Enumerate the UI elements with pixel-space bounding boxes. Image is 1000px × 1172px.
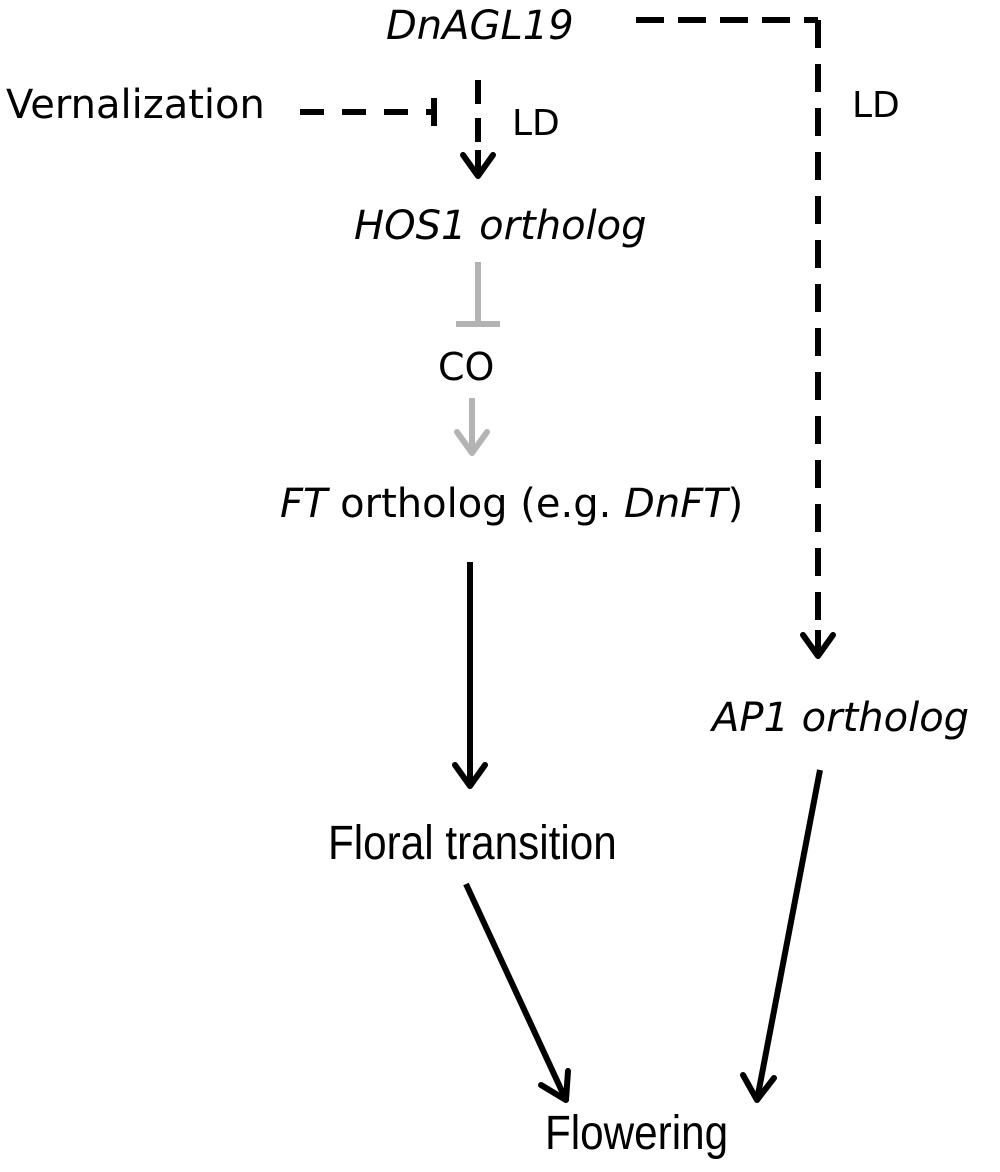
edge-ap1-to-flowering <box>740 769 823 1103</box>
condition-ld-left: LD <box>512 103 560 144</box>
node-co: CO <box>438 345 495 389</box>
edge-dnagl19-to-ap1 <box>636 17 836 659</box>
ft-middle-label: ortholog (e.g. <box>327 481 625 527</box>
node-dnagl19: DnAGL19 <box>386 3 574 49</box>
edge-floral-transition-to-flowering <box>463 882 571 1103</box>
dnft-gene-label: DnFT <box>624 481 728 527</box>
node-ap1-ortholog: AP1 ortholog <box>712 695 970 741</box>
edge-vernalization-inhibits <box>300 98 437 126</box>
edge-ft-to-floral-transition <box>452 562 488 789</box>
node-hos1-ortholog: HOS1 ortholog <box>354 203 647 249</box>
node-flowering: Flowering <box>545 1107 729 1160</box>
ft-gene-label: FT <box>280 481 328 527</box>
node-ft-ortholog: FT ortholog (e.g. DnFT) <box>280 484 743 524</box>
edge-dnagl19-to-hos1 <box>460 80 496 179</box>
node-vernalization: Vernalization <box>6 82 265 128</box>
node-floral-transition: Floral transition <box>328 817 617 870</box>
ft-suffix-label: ) <box>727 481 744 527</box>
edge-hos1-inhibits-co <box>456 262 500 327</box>
edge-co-to-ft <box>454 398 490 456</box>
condition-ld-right: LD <box>852 85 900 126</box>
